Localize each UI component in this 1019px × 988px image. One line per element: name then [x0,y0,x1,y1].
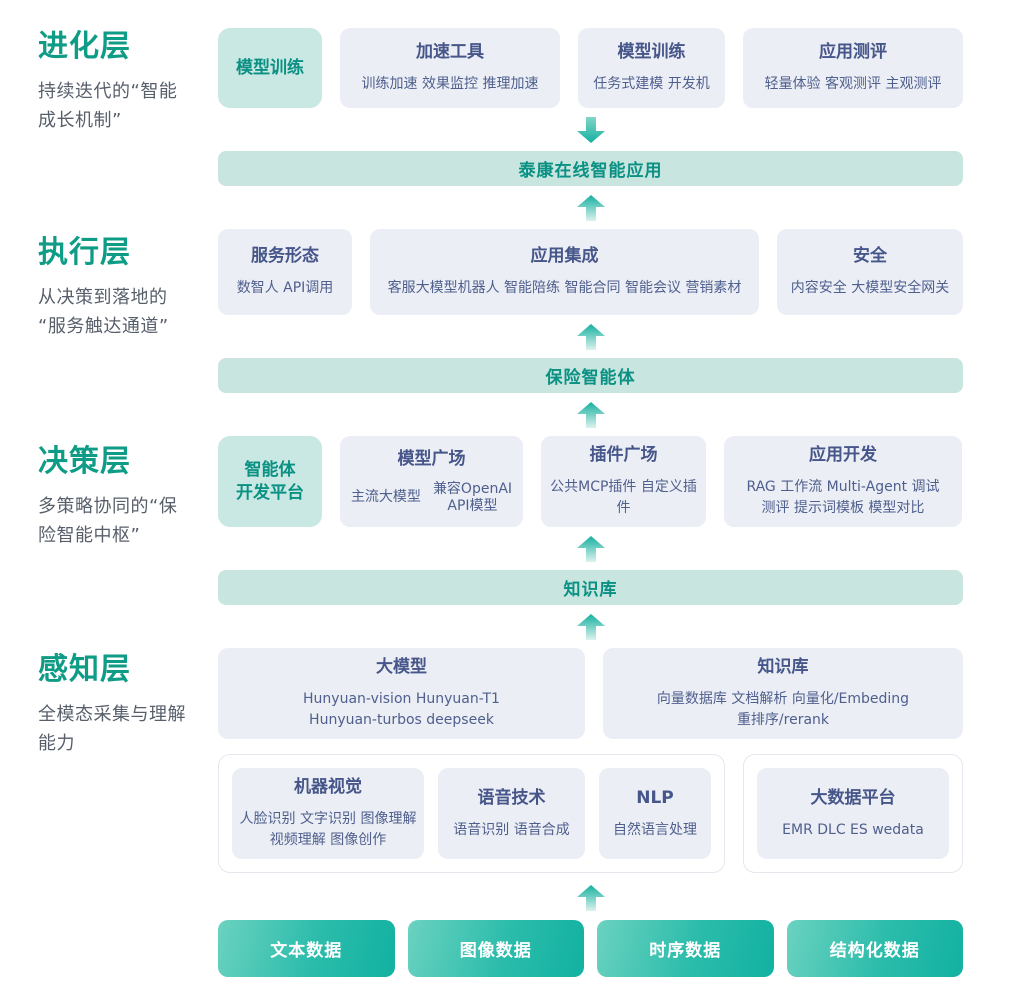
pill-image-data: 图像数据 [407,920,584,978]
card-sub: 客服大模型机器人 智能陪练 智能合同 智能会议 营销素材 [387,280,742,297]
card-application-evaluation: 应用测评 轻量体验 客观测评 主观测评 [743,28,963,108]
card-acceleration-tools: 加速工具 训练加速 效果监控 推理加速 [340,28,560,108]
layer-label-decision: 决策层 多策略协同的“保 险智能中枢” [38,393,218,605]
card-big-data-platform: 大数据平台 EMR DLC ES wedata [757,768,949,860]
flow-arrow-down-icon [218,117,963,143]
card-title: 应用集成 [530,245,599,266]
layer-subtitle: 持续迭代的“智能 成长机制” [38,80,178,131]
card-title: 加速工具 [416,41,484,62]
card-sub: 轻量体验 客观测评 主观测评 [764,76,942,93]
card-title: NLP [636,787,674,808]
evolution-cards-row: 模型训练 加速工具 训练加速 效果监控 推理加速 模型训练 任务式建模 开发机 … [218,28,963,108]
layer-subtitle: 全模态采集与理解 能力 [38,703,186,754]
card-title: 模型广场 [397,448,466,469]
card-title: 安全 [853,245,887,266]
card-title: 大模型 [376,657,427,678]
card-model-training-highlight: 模型训练 [218,28,322,108]
card-sub: 语音识别 语音合成 [453,821,570,838]
card-sub: 自然语言处理 [613,821,697,838]
card-sub: RAG 工作流 Multi-Agent 调试 测评 提示词模板 模型对比 [746,479,940,517]
layer-heading: 进化层 [38,29,131,64]
banner-knowledge-base: 知识库 [218,570,963,606]
card-sub: 向量数据库 文档解析 向量化/Embeding 重排序/rerank [656,691,910,729]
card-security: 安全 内容安全 大模型安全网关 [777,229,963,315]
card-sub: 数智人 API调用 [236,280,334,297]
card-title: 智能体 开发平台 [236,460,304,503]
card-title: 插件广场 [589,445,658,465]
layer-subtitle: 多策略协同的“保 险智能中枢” [38,495,178,546]
card-agent-dev-platform-highlight: 智能体 开发平台 [218,436,322,528]
card-sub-part: 主流大模型 [350,489,421,506]
perception-cards-row: 大模型 Hunyuan-vision Hunyuan-T1 Hunyuan-tu… [218,648,963,740]
card-title: 大数据平台 [810,787,896,808]
card-title: 模型训练 [236,57,304,78]
card-nlp: NLP 自然语言处理 [599,768,711,860]
banner-taikang-intelligent-apps: 泰康在线智能应用 [218,151,963,186]
section-evolution-layer: 进化层 持续迭代的“智能 成长机制” 模型训练 加速工具 训练加速 效果监控 推… [38,28,1019,186]
card-large-models: 大模型 Hunyuan-vision Hunyuan-T1 Hunyuan-tu… [218,648,585,740]
card-sub: 公共MCP插件 自定义插件 [550,479,697,517]
card-sub: Hunyuan-vision Hunyuan-T1 Hunyuan-turbos… [303,691,500,729]
card-title: 服务形态 [251,245,319,266]
flow-arrow-up-icon [218,614,963,641]
group-ai-capabilities: 机器视觉 人脸识别 文字识别 图像理解 视频理解 图像创作 语音技术 语音识别 … [218,754,725,874]
decision-cards-row: 智能体 开发平台 模型广场 主流大模型 兼容OpenAI API模型 插件广场 … [218,436,963,528]
layer-heading: 执行层 [38,235,131,270]
card-title: 语音技术 [477,787,546,808]
card-application-integration: 应用集成 客服大模型机器人 智能陪练 智能合同 智能会议 营销素材 [370,229,759,315]
card-sub: 人脸识别 文字识别 图像理解 视频理解 图像创作 [239,811,417,849]
layer-subtitle: 从决策到落地的 “服务触达通道” [38,286,169,337]
card-sub: 主流大模型 兼容OpenAI API模型 [351,481,512,516]
card-sub: EMR DLC ES wedata [782,821,924,838]
section-decision-layer: 决策层 多策略协同的“保 险智能中枢” 智能体 开发平台 模型广场 主流大模型 … [38,393,1019,606]
card-model-plaza: 模型广场 主流大模型 兼容OpenAI API模型 [340,436,523,528]
layer-label-evolution: 进化层 持续迭代的“智能 成长机制” [38,28,218,186]
section-perception-layer: 感知层 全模态采集与理解 能力 大模型 Hunyuan-vision Hunyu… [38,605,1019,978]
banner-insurance-agent: 保险智能体 [218,358,963,393]
card-sub: 训练加速 效果监控 推理加速 [361,76,539,93]
card-title: 模型训练 [617,41,686,62]
group-big-data: 大数据平台 EMR DLC ES wedata [743,754,963,874]
flow-arrow-up-icon [218,536,963,563]
flow-arrow-up-icon [218,195,963,221]
pill-text-data: 文本数据 [218,920,395,978]
card-sub: 内容安全 大模型安全网关 [790,280,950,297]
flow-arrow-up-icon [218,402,963,428]
card-plugin-plaza: 插件广场 公共MCP插件 自定义插件 [541,436,706,528]
flow-arrow-up-icon [218,885,963,912]
card-speech-tech: 语音技术 语音识别 语音合成 [438,768,585,860]
card-sub: 任务式建模 开发机 [593,76,710,93]
perception-groups-row: 机器视觉 人脸识别 文字识别 图像理解 视频理解 图像创作 语音技术 语音识别 … [218,754,963,874]
layer-heading: 决策层 [38,444,131,479]
flow-arrow-up-icon [218,324,963,350]
execution-cards-row: 服务形态 数智人 API调用 应用集成 客服大模型机器人 智能陪练 智能合同 智… [218,229,963,315]
card-title: 机器视觉 [294,777,362,798]
card-application-development: 应用开发 RAG 工作流 Multi-Agent 调试 测评 提示词模板 模型对… [724,436,962,528]
card-machine-vision: 机器视觉 人脸识别 文字识别 图像理解 视频理解 图像创作 [232,768,424,860]
card-service-forms: 服务形态 数智人 API调用 [218,229,352,315]
pill-time-series-data: 时序数据 [597,920,774,978]
pill-structured-data: 结构化数据 [786,920,963,978]
card-title: 应用测评 [819,41,887,62]
card-title: 应用开发 [809,445,877,465]
card-sub-part: 兼容OpenAI API模型 [432,480,513,515]
layer-label-execution: 执行层 从决策到落地的 “服务触达通道” [38,186,218,393]
data-pills-row: 文本数据 图像数据 时序数据 结构化数据 [218,920,963,978]
section-execution-layer: 执行层 从决策到落地的 “服务触达通道” 服务形态 数智人 API调用 应用集成… [38,186,1019,393]
layer-heading: 感知层 [38,652,131,688]
layer-label-perception: 感知层 全模态采集与理解 能力 [38,605,218,977]
card-model-training: 模型训练 任务式建模 开发机 [578,28,725,108]
card-knowledge-base: 知识库 向量数据库 文档解析 向量化/Embeding 重排序/rerank [603,648,963,740]
card-title: 知识库 [757,657,809,678]
